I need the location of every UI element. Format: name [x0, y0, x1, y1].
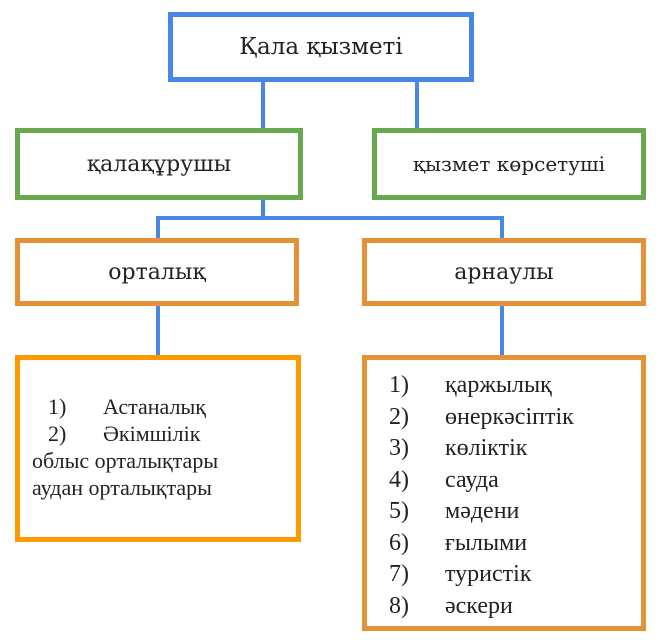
special-list: 1) қаржылық 2) өнеркәсіптік 3) көліктік 4) с… — [389, 370, 574, 622]
item-text: қаржылық — [445, 372, 552, 398]
item-text: Әкімшілік — [103, 421, 201, 446]
central-box: орталық — [15, 238, 299, 306]
central-list: 1) Астаналық 2) Әкімшілік облыс орталықтар… — [20, 393, 218, 501]
list-item: 4) сауда — [389, 465, 574, 497]
extra-line: аудан орталықтары — [32, 475, 212, 500]
builder-box: қалақұрушы — [15, 128, 303, 200]
list-item: 8) әскери — [389, 591, 574, 623]
central-list-box — [15, 355, 301, 542]
special-label: арнаулы — [454, 259, 554, 285]
list-item: 2) Әкімшілік — [20, 420, 218, 447]
item-text: ғылыми — [445, 529, 528, 556]
list-item: 1) қаржылық — [389, 370, 574, 402]
special-box: арнаулы — [362, 238, 646, 306]
item-number: 3) — [389, 435, 409, 461]
service-label: қызмет көрсетуші — [413, 152, 605, 176]
item-text: өнеркәсіптік — [445, 403, 574, 430]
item-text: әскери — [445, 592, 513, 619]
item-text: туристік — [445, 561, 532, 587]
item-number: 5) — [389, 498, 409, 524]
item-number: 1) — [389, 372, 409, 398]
item-number: 2) — [48, 421, 67, 446]
item-number: 4) — [389, 466, 409, 493]
list-item: 7) туристік — [389, 559, 574, 591]
item-text: мәдени — [445, 498, 520, 524]
root-label: Қала қызметі — [239, 34, 403, 60]
root-box: Қала қызметі — [168, 12, 474, 82]
central-label: орталық — [108, 259, 206, 285]
list-item: 3) көліктік — [389, 433, 574, 465]
item-number: 8) — [389, 592, 409, 619]
service-box: қызмет көрсетуші — [372, 128, 646, 200]
item-number: 1) — [48, 394, 67, 419]
list-item: 1) Астаналық — [20, 393, 218, 420]
item-text: көліктік — [445, 435, 528, 461]
list-item: 6) ғылыми — [389, 528, 574, 560]
item-text: Астаналық — [103, 394, 206, 419]
builder-label: қалақұрушы — [86, 151, 232, 177]
list-item: 2) өнеркәсіптік — [389, 402, 574, 434]
item-number: 6) — [389, 529, 409, 556]
list-item: 5) мәдени — [389, 496, 574, 528]
item-number: 2) — [389, 403, 409, 430]
item-number: 7) — [389, 561, 409, 587]
special-list-box: 1) қаржылық 2) өнеркәсіптік 3) көліктік 4) с… — [362, 355, 646, 631]
extra-line: облыс орталықтары — [32, 448, 219, 473]
item-text: сауда — [445, 466, 499, 493]
